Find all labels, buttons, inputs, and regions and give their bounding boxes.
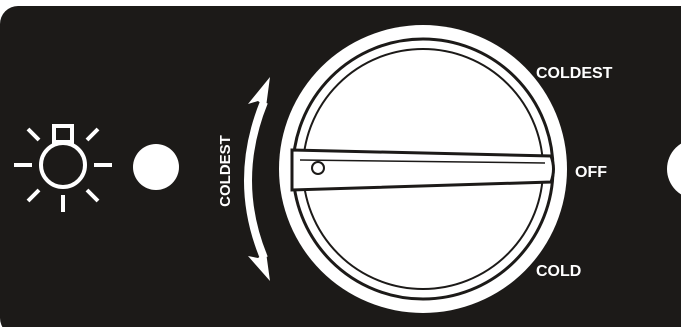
dial-grip-bar[interactable] [292, 150, 554, 190]
dial-position-coldest: COLDEST [536, 65, 613, 82]
light-button[interactable] [133, 144, 179, 190]
dial-indicator-dot [312, 162, 324, 174]
temperature-dial-knob[interactable] [279, 25, 567, 313]
dial-position-off: OFF [575, 164, 607, 181]
dial-position-cold: COLD [536, 263, 581, 280]
arrow-label: COLDEST [217, 135, 234, 207]
